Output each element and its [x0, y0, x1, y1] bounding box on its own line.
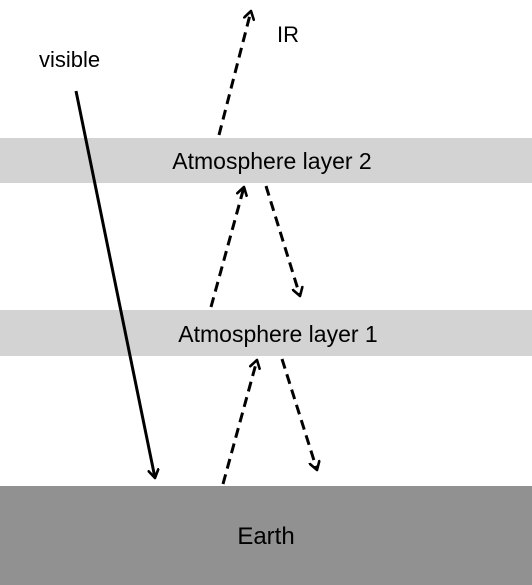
ir-layer1-up-arrow	[209, 187, 244, 308]
earth-label: Earth	[237, 522, 295, 550]
visible-incoming-arrow	[74, 90, 155, 478]
atmosphere-layer-1-band: Atmosphere layer 1	[0, 310, 532, 356]
ir-label: IR	[277, 22, 299, 47]
atmosphere-layer-2-label: Atmosphere layer 2	[172, 148, 372, 174]
atmosphere-layer-1-label: Atmosphere layer 1	[178, 320, 378, 347]
ir-layer2-up-arrow	[217, 11, 251, 136]
ir-layer1-down-arrow	[280, 358, 317, 470]
ir-earth-up-arrow	[221, 360, 257, 485]
visible-label: visible	[39, 47, 101, 72]
ir-layer2-down-arrow	[264, 185, 300, 296]
earth-band: Earth	[0, 486, 532, 585]
